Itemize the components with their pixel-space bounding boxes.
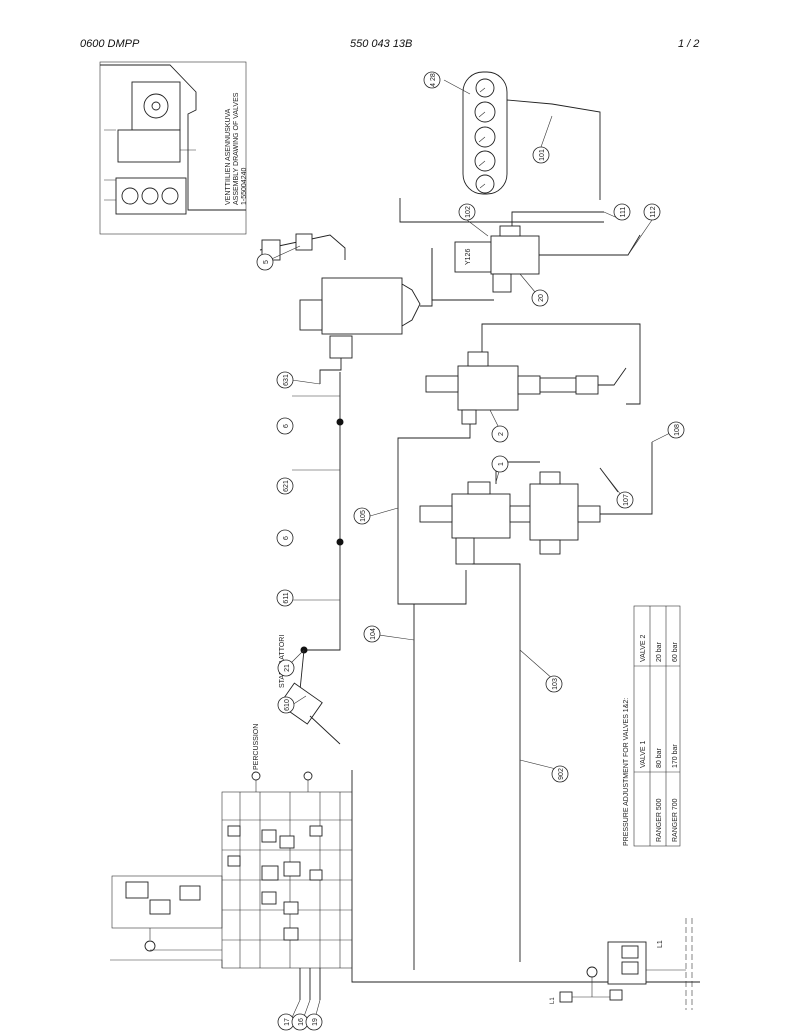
row2-v1: 170 bar xyxy=(672,744,679,768)
line-return xyxy=(351,770,700,983)
inset-assembly-drawing: VENTTIILIEN ASENNUSKUVA ASSEMBLY DRAWING… xyxy=(99,61,248,235)
balloon-101: 101 xyxy=(539,149,546,161)
header-right: 1 / 2 xyxy=(678,38,700,50)
pressure-table: PRESSURE ADJUSTMENT FOR VALVES 1&2: VALV… xyxy=(623,605,681,847)
l1-label: L1 xyxy=(657,940,664,948)
balloon-5: 5 xyxy=(263,260,270,264)
balloon-20: 20 xyxy=(538,294,545,302)
inset-note-line3: 1-55004240 xyxy=(241,168,248,205)
balloon-labels: 4 28 101 102 111 112 5 20 631 6 621 6 61… xyxy=(263,73,681,1026)
balloon-6-a: 6 xyxy=(283,424,290,428)
balloon-631: 631 xyxy=(283,374,290,386)
balloon-1: 1 xyxy=(498,462,505,466)
solenoid-valve-y126: Y126 xyxy=(431,211,641,301)
lower-right-components: L1 L1 xyxy=(550,918,693,1010)
stabilizer-line: STABILAATTORI PERCUSSION xyxy=(253,372,344,770)
balloons xyxy=(256,71,685,1031)
valve-1-assembly xyxy=(419,442,653,962)
balloon-112: 112 xyxy=(650,206,657,217)
balloon-902: 902 xyxy=(558,768,565,780)
row2-v2: 60 bar xyxy=(672,641,679,662)
inset-note-line1: VENTTIILIEN ASENNUSKUVA xyxy=(225,108,232,205)
balloon-105: 105 xyxy=(360,510,367,522)
balloon-102: 102 xyxy=(465,206,472,218)
balloon-6-b: 6 xyxy=(283,536,290,540)
col-valve1: VALVE 1 xyxy=(640,741,647,768)
balloon-610: 610 xyxy=(284,699,291,711)
balloon-103: 103 xyxy=(552,678,559,690)
main-schematic xyxy=(110,771,353,1000)
col-valve2: VALVE 2 xyxy=(640,635,647,662)
balloon-21: 21 xyxy=(284,664,291,672)
balloon-111: 111 xyxy=(620,207,627,218)
balloon-621: 621 xyxy=(283,480,290,492)
row1-name: RANGER 500 xyxy=(656,798,663,842)
l1-gauge-label: L1 xyxy=(550,997,556,1004)
balloon-4-28: 4 28 xyxy=(430,73,437,87)
balloon-104: 104 xyxy=(370,628,377,640)
balloon-611: 611 xyxy=(283,592,290,603)
gauge-panel xyxy=(399,71,604,223)
balloon-2: 2 xyxy=(498,432,505,436)
header-left: 0600 DMPP xyxy=(80,38,140,50)
balloon-19: 19 xyxy=(312,1018,319,1026)
balloon-108: 108 xyxy=(674,424,681,436)
balloon-107: 107 xyxy=(623,494,630,506)
row1-v2: 20 bar xyxy=(656,641,663,662)
inset-note-line2: ASSEMBLY DRAWING OF VALVES xyxy=(233,92,240,205)
row1-v1: 80 bar xyxy=(656,747,663,768)
balloon-17: 17 xyxy=(284,1018,291,1026)
percussion-label: PERCUSSION xyxy=(253,724,260,770)
valve-block-5 xyxy=(259,233,433,384)
row2-name: RANGER 700 xyxy=(672,798,679,842)
balloon-16: 16 xyxy=(298,1018,305,1026)
header-center: 550 043 13B xyxy=(350,38,413,50)
y126-label: Y126 xyxy=(465,249,472,265)
valve-2-assembly xyxy=(397,323,641,605)
line-104 xyxy=(398,603,415,970)
pressure-title: PRESSURE ADJUSTMENT FOR VALVES 1&2: xyxy=(623,698,630,846)
